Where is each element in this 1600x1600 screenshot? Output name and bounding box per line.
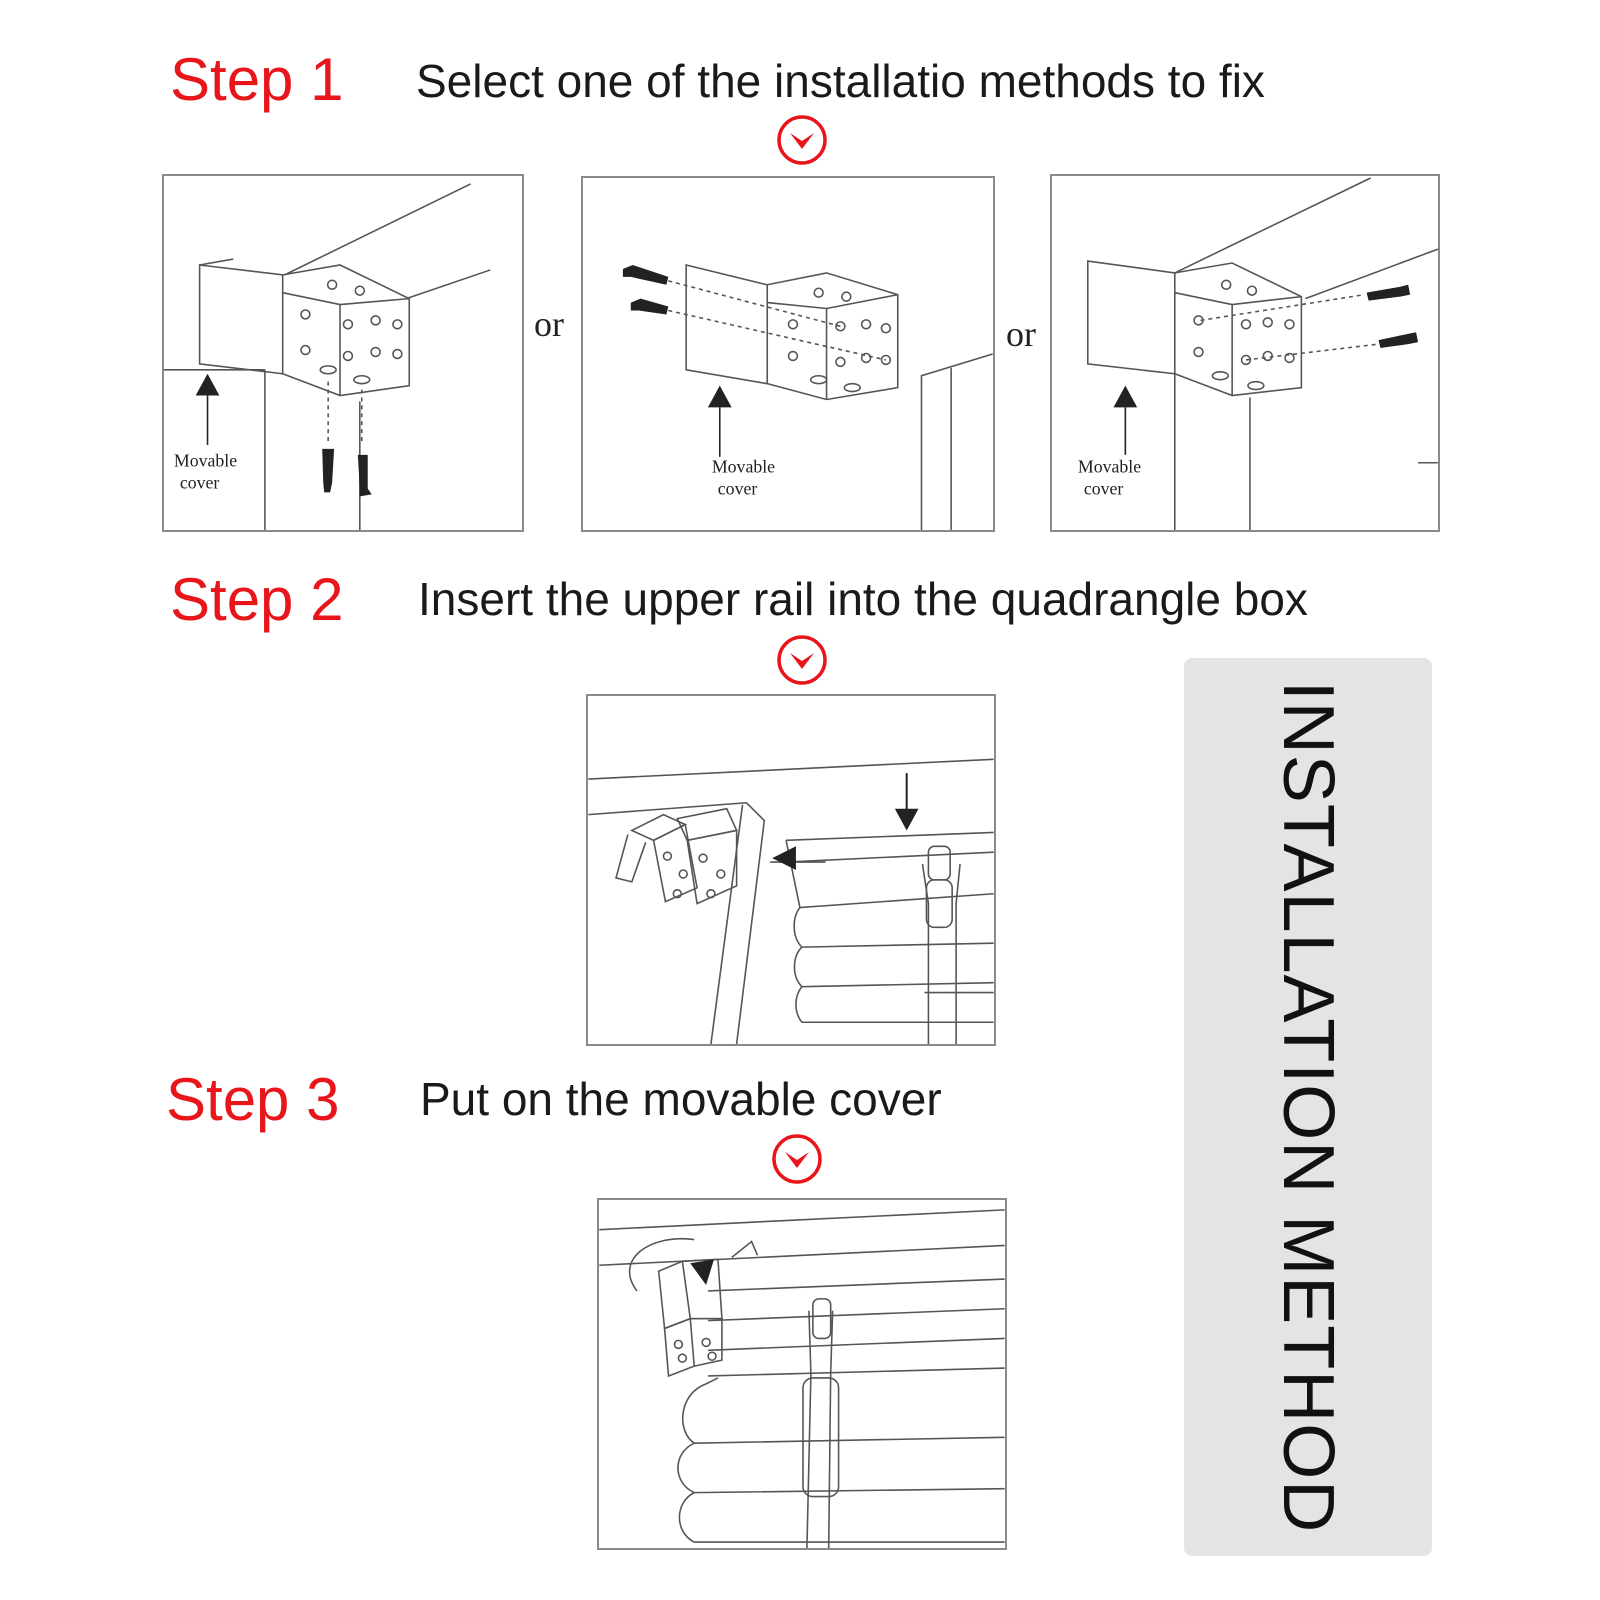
movable-cover-caption-2b: cover	[718, 478, 758, 498]
step-1-label: Step 1	[170, 46, 344, 113]
installation-method-sidebar: INSTALLATION METHOD	[1184, 658, 1432, 1556]
bracket-side-illustration: Movable cover	[1078, 177, 1438, 530]
sidebar-title: INSTALLATION METHOD	[1268, 680, 1348, 1534]
movable-cover-caption-1b: cover	[180, 472, 220, 492]
or-separator-2: or	[1006, 314, 1036, 354]
insert-rail-panel	[586, 694, 996, 1046]
method-panel-side-screws: Movable cover	[1050, 174, 1440, 532]
movable-cover-panel	[597, 1198, 1007, 1550]
step-1-text: Select one of the installatio methods to…	[416, 55, 1265, 107]
or-separator-1: or	[534, 304, 564, 344]
movable-cover-caption-1a: Movable	[174, 451, 237, 471]
step-3-text: Put on the movable cover	[420, 1073, 942, 1125]
step-2-label: Step 2	[170, 566, 344, 633]
movable-cover-caption-2a: Movable	[712, 457, 775, 477]
method-panel-bottom-screws: Movable cover	[162, 174, 524, 532]
movable-cover-caption-3b: cover	[1084, 478, 1124, 498]
method-panel-back-screws: Movable cover	[581, 176, 995, 532]
insert-rail-illustration	[588, 758, 994, 1044]
bracket-back-illustration: Movable cover	[622, 264, 993, 530]
chevron-down-icon	[777, 115, 827, 165]
chevron-down-icon	[777, 635, 827, 685]
movable-cover-illustration	[599, 1209, 1005, 1548]
step-3-label: Step 3	[166, 1066, 340, 1133]
chevron-down-icon	[772, 1134, 822, 1184]
bracket-bottom-illustration: Movable cover	[164, 183, 491, 530]
step-2-text: Insert the upper rail into the quadrangl…	[418, 573, 1308, 625]
movable-cover-caption-3a: Movable	[1078, 457, 1141, 477]
